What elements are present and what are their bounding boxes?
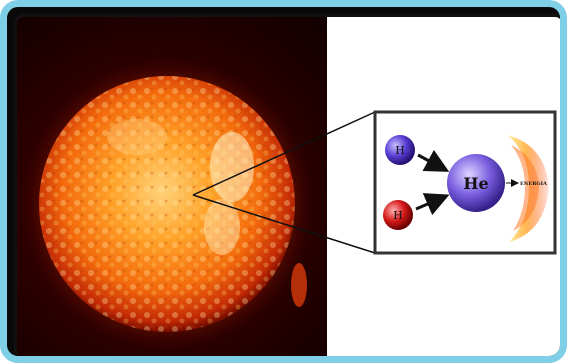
hydrogen-top-label: H <box>395 144 405 157</box>
zoom-line-bottom <box>193 195 375 253</box>
fusion-diagram: H H He ENERGIA <box>17 17 565 361</box>
zoom-line-top <box>193 112 375 195</box>
hydrogen-bottom-label: H <box>393 209 403 222</box>
diagram-inner-border: H H He ENERGIA <box>14 14 565 361</box>
energy-label: ENERGIA <box>520 181 547 187</box>
helium-label: He <box>463 174 488 193</box>
